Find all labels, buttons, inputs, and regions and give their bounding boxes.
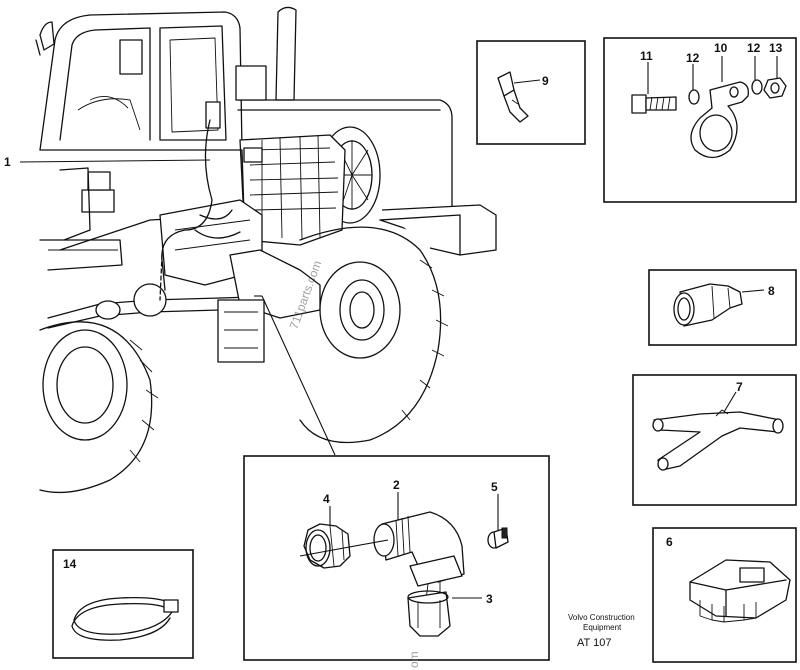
callout-1-leader xyxy=(19,159,211,163)
callout-3: 3 xyxy=(486,592,493,606)
nut-4 xyxy=(303,523,351,569)
detail-leader-line xyxy=(261,295,336,456)
callout-11: 11 xyxy=(640,49,653,63)
callout-14: 14 xyxy=(63,557,77,571)
watermark-text-bottom: om xyxy=(407,651,421,668)
part-8-drawing xyxy=(673,283,743,327)
parts-10-13-box: 11 12 10 12 13 xyxy=(603,37,797,203)
callout-13: 13 xyxy=(769,41,783,55)
caption-company: Volvo Construction xyxy=(568,613,635,622)
rear-wheel xyxy=(299,226,449,444)
washer-12b xyxy=(751,79,763,95)
callout-8: 8 xyxy=(768,284,775,298)
part-6-box: 6 xyxy=(652,527,797,663)
callout-1: 1 xyxy=(4,155,11,169)
elbow-2 xyxy=(373,511,465,601)
drawing-code: AT 107 xyxy=(577,637,611,649)
part-9-box: 9 xyxy=(476,40,586,145)
parts-2-5-box: 4 2 3 5 xyxy=(243,455,550,661)
part-7-drawing xyxy=(652,409,784,471)
washer-12 xyxy=(688,89,700,105)
callout-9: 9 xyxy=(542,74,549,88)
callout-5: 5 xyxy=(491,480,498,494)
callout-4: 4 xyxy=(323,492,330,506)
caption-division: Equipment xyxy=(583,623,622,632)
clamp-10 xyxy=(690,81,749,159)
callout-7: 7 xyxy=(736,380,743,394)
pin-5 xyxy=(487,527,509,549)
front-wheel xyxy=(39,321,159,494)
bolt-11 xyxy=(631,94,677,114)
exhaust-stack xyxy=(275,6,297,101)
part-8-box: 8 xyxy=(648,269,797,346)
cab xyxy=(35,11,243,151)
part-9-drawing xyxy=(497,71,529,123)
engine-hood xyxy=(235,65,497,256)
callout-2: 2 xyxy=(393,478,400,492)
part-7-box: 7 xyxy=(632,374,797,506)
wiring-harness xyxy=(159,119,241,301)
callout-12-right: 12 xyxy=(747,41,761,55)
cable-tie-14 xyxy=(71,596,179,641)
wheel-loader-illustration xyxy=(35,6,497,494)
callout-6: 6 xyxy=(666,535,673,549)
callout-12: 12 xyxy=(686,51,700,65)
part-14-box: 14 xyxy=(52,549,194,659)
part-6-drawing xyxy=(689,559,791,623)
nut-13 xyxy=(763,77,787,99)
plug-3 xyxy=(407,590,451,637)
engine-block xyxy=(239,134,346,246)
callout-10: 10 xyxy=(714,41,728,55)
drive-axle xyxy=(47,199,321,363)
